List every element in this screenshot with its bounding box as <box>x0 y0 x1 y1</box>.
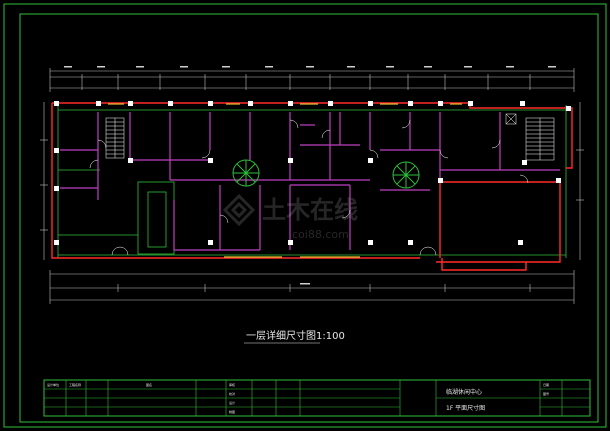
exterior-walls <box>51 102 573 271</box>
drawing-caption: 一层详细尺寸图1:100 <box>246 329 345 342</box>
dimension-numbers <box>64 66 556 285</box>
watermark-logo-icon <box>222 193 256 227</box>
watermark-subtext: coi88.com <box>292 228 349 241</box>
stairs-left <box>105 117 125 159</box>
rotunda-left <box>232 159 260 187</box>
stairs-right <box>505 113 555 161</box>
top-dimension-lines <box>49 68 575 92</box>
watermark-text: 土木在线 <box>262 196 358 224</box>
interior-partitions <box>60 112 560 251</box>
inner-frame <box>19 13 599 423</box>
door-swings <box>89 119 529 256</box>
outer-frame <box>3 3 607 428</box>
title-block-labels: 设计单位 工程名称 图名 审核 校对 设计 制图 日期 图号 <box>47 382 549 414</box>
window-strips <box>108 103 462 258</box>
rotunda-right <box>392 161 420 189</box>
tb-label: 校对 <box>229 391 235 396</box>
tb-label: 工程名称 <box>69 382 81 387</box>
tb-label: 图名 <box>146 382 152 387</box>
sheet-name: 1F 平面尺寸图 <box>446 404 485 412</box>
columns <box>54 101 571 245</box>
project-name: 临湖休闲中心 <box>446 388 482 396</box>
watermark: 土木在线 coi88.com <box>222 193 358 241</box>
tb-label: 图号 <box>543 391 549 396</box>
title-block: 设计单位 工程名称 图名 审核 校对 设计 制图 日期 图号 临湖休闲中心 1F… <box>43 379 591 417</box>
side-dimension-lines <box>40 102 584 260</box>
tb-label: 设计单位 <box>47 382 59 387</box>
tb-label: 审核 <box>229 382 235 387</box>
tb-label: 日期 <box>543 382 549 387</box>
bottom-dimension-lines <box>49 270 575 304</box>
tb-label: 设计 <box>229 400 235 405</box>
tb-label: 制图 <box>229 409 235 414</box>
